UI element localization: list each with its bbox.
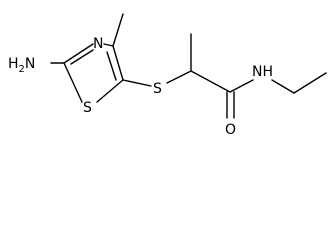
bond-c5-s1 (96, 79, 124, 103)
bond-n3-c4 (103, 43, 114, 47)
thioether-sulfur-label: S (153, 81, 162, 97)
ring-nitrogen-label: N (93, 36, 103, 52)
ring-sulfur-label: S (83, 100, 92, 116)
bond-thioether-s-ch (166, 70, 192, 84)
bond-c4-methyl (112, 13, 124, 47)
bond-carbonyl-nh (229, 79, 254, 93)
amine-label: H2N (8, 56, 35, 75)
carbonyl-oxygen-label: O (225, 122, 236, 138)
bond-ch-carbonyl-c (190, 70, 231, 93)
bond-c5-thioether-s (122, 79, 152, 87)
amide-nh-label: NH (252, 64, 273, 80)
bond-ch2-ch3 (293, 72, 327, 94)
chemical-structure-diagram: H2N N S S NH O (8, 13, 327, 138)
bond-c4-c5-inner (106, 51, 117, 81)
bond-c2-n3-inner (70, 49, 94, 65)
bond-c4-c5 (112, 45, 124, 81)
bond-s1-c2 (63, 62, 83, 103)
bond-c2-n3 (63, 43, 94, 64)
bond-nh-ch2 (271, 79, 295, 94)
